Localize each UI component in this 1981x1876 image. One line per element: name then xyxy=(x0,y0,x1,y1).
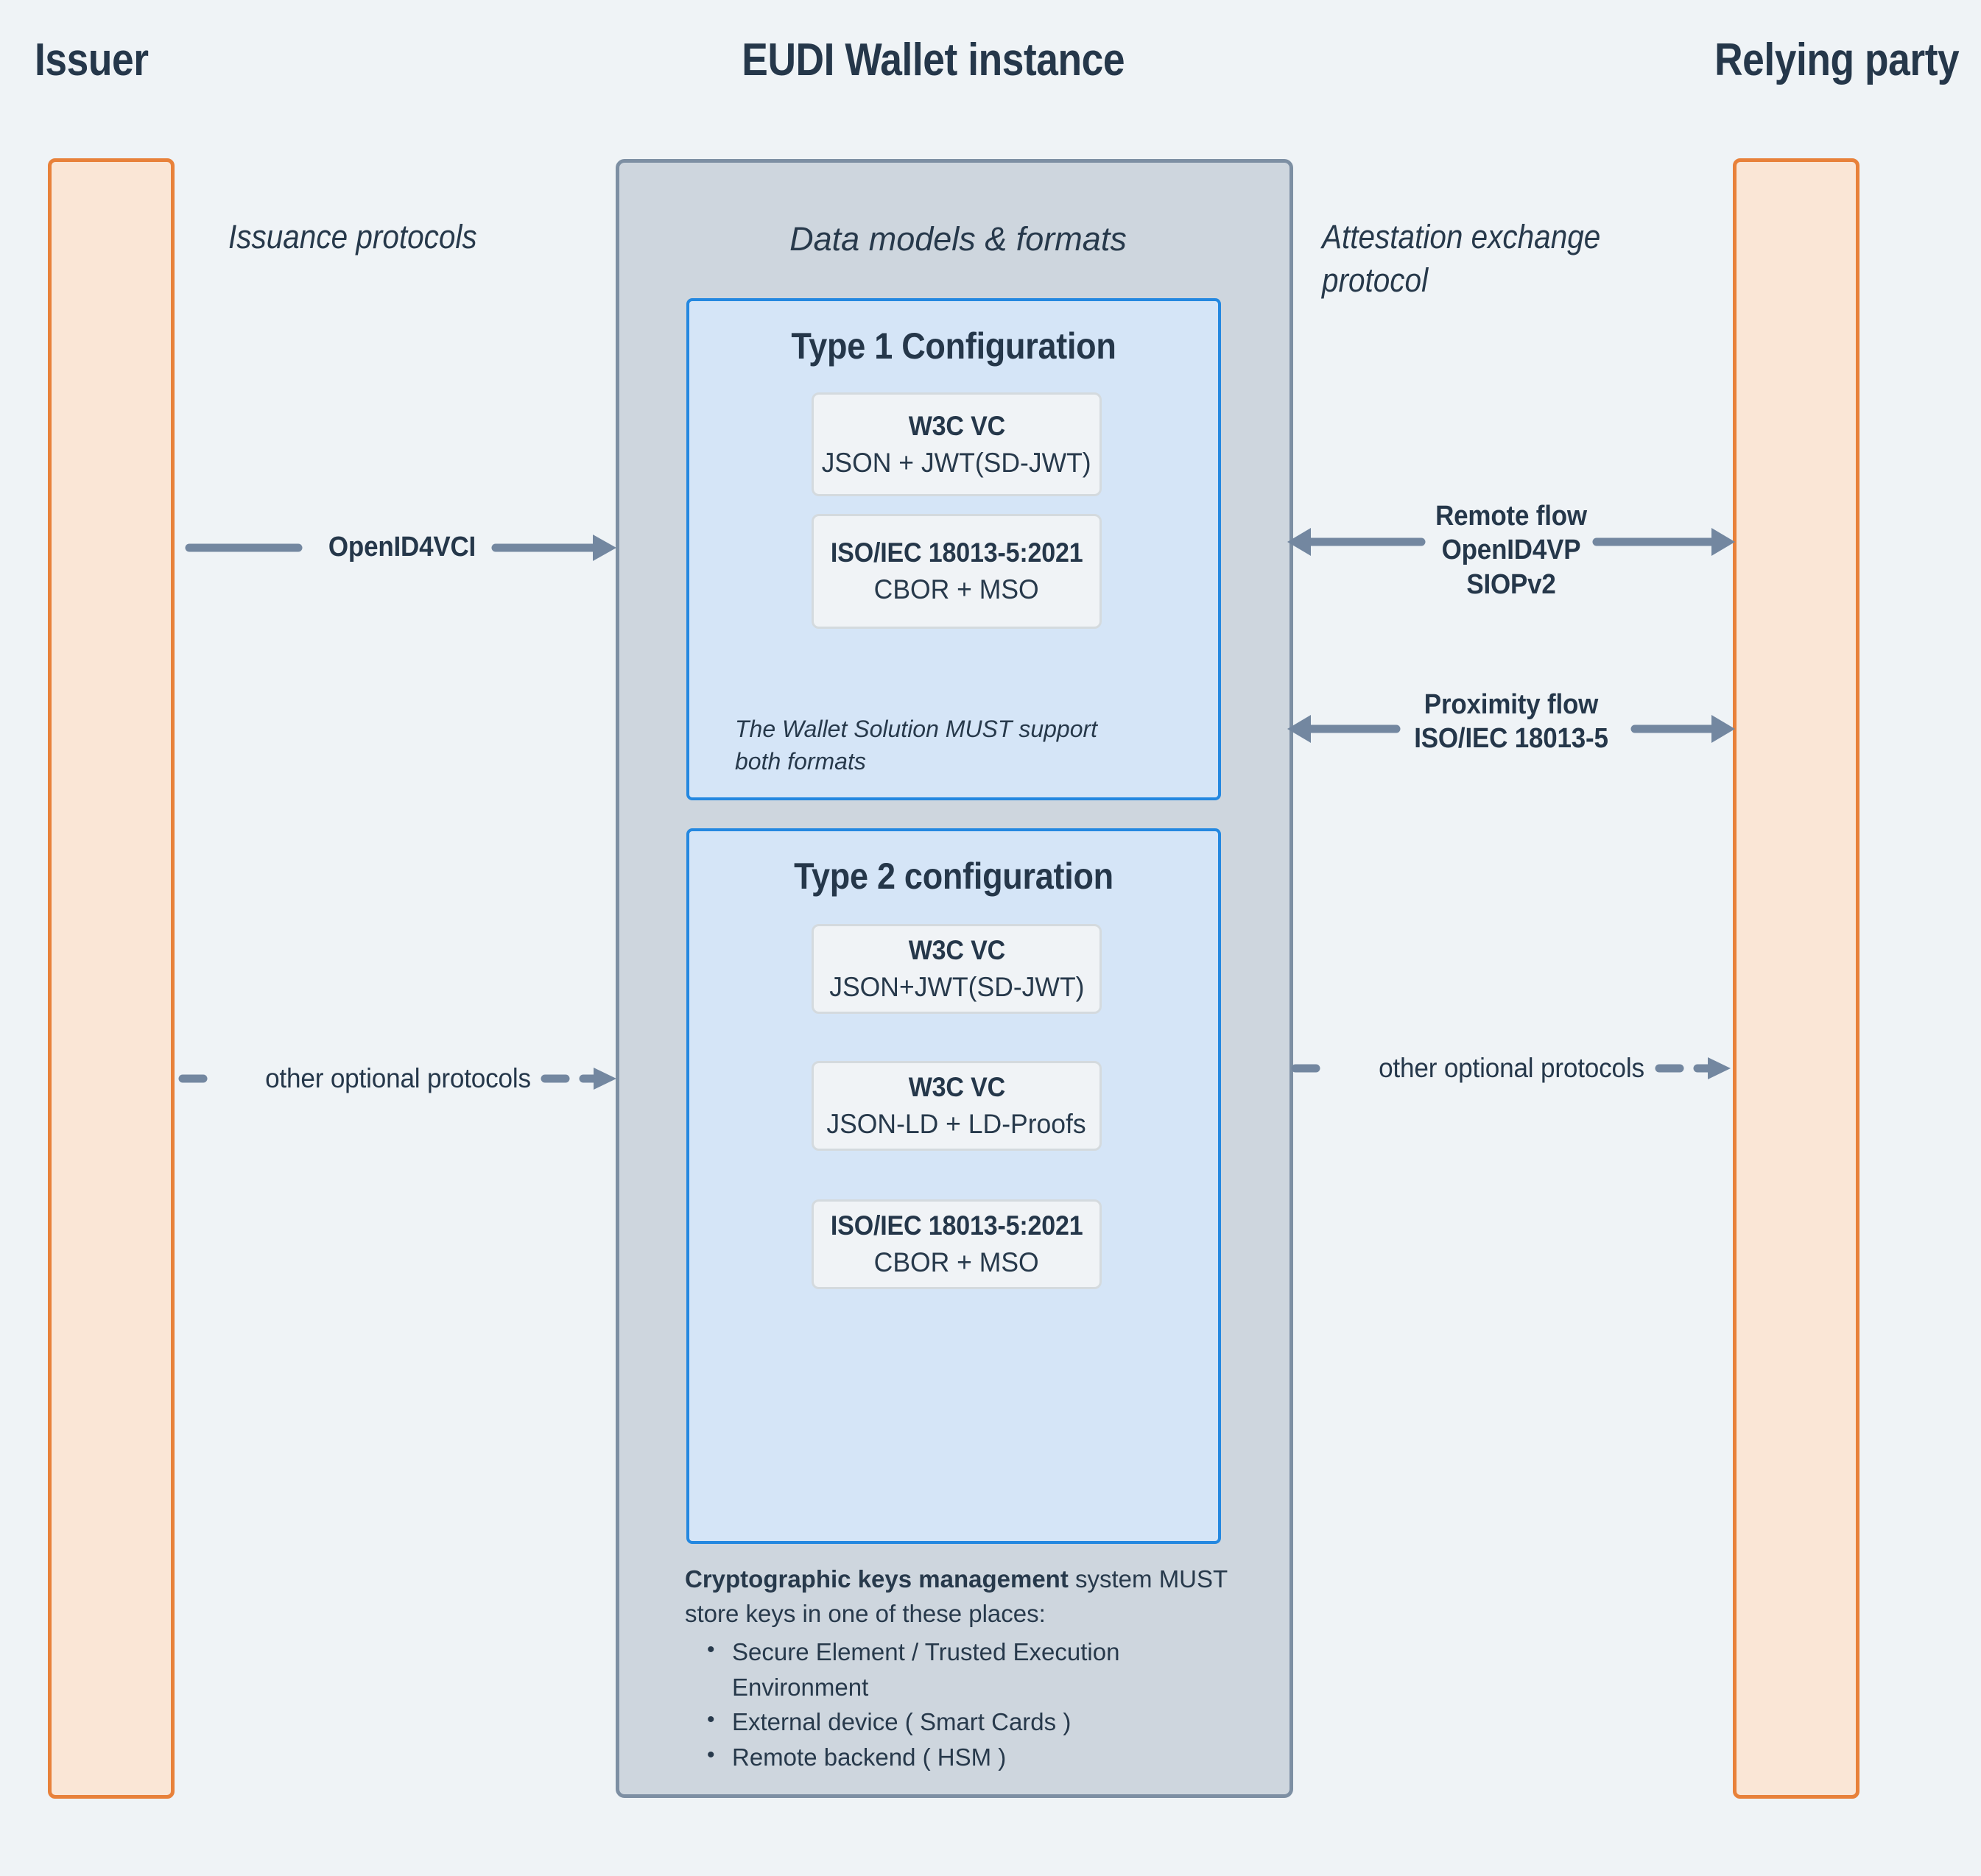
arrow-openid4vci: OpenID4VCI xyxy=(185,515,616,589)
cryptographic-keys-management-note: Cryptographic keys management system MUS… xyxy=(685,1562,1230,1775)
type-1-support-note: The Wallet Solution MUST support both fo… xyxy=(735,716,1098,775)
data-models-formats-label: Data models & formats xyxy=(789,220,1127,258)
format-card-title: W3C VC xyxy=(908,935,1005,965)
issuer-column-title: Issuer xyxy=(35,35,149,85)
arrow-proximity-flow-line xyxy=(1287,715,1735,743)
arrow-right-other-optional-protocols: other optional protocols xyxy=(1291,1035,1731,1101)
type-1-configuration-title: Type 1 Configuration xyxy=(791,325,1116,367)
relying-party-lane-box xyxy=(1733,158,1859,1799)
arrow-left-other-optional-protocols: other optional protocols xyxy=(178,1045,616,1112)
arrow-right-optional-line xyxy=(1291,1057,1731,1079)
format-card: ISO/IEC 18013-5:2021 CBOR + MSO xyxy=(812,1199,1102,1289)
arrow-remote-flow-label: Remote flow OpenID4VP SIOPv2 xyxy=(1435,501,1587,600)
arrow-proximity-flow-label: Proximity flow ISO/IEC 18013-5 xyxy=(1414,689,1608,755)
format-card-subtitle: CBOR + MSO xyxy=(873,1247,1040,1277)
relying-party-column-title: Relying party xyxy=(1714,35,1960,85)
format-card-title: W3C VC xyxy=(908,410,1005,441)
crypto-storage-list: Secure Element / Trusted Execution Envir… xyxy=(685,1634,1230,1775)
arrow-left-optional-line xyxy=(178,1068,616,1090)
crypto-note-rest: system MUST store keys in one of these p… xyxy=(685,1565,1228,1627)
issuer-lane-box xyxy=(48,158,175,1799)
format-card-subtitle: JSON+JWT(SD-JWT) xyxy=(828,972,1085,1002)
format-card: W3C VC JSON + JWT(SD-JWT) xyxy=(812,392,1102,496)
crypto-note-lead: Cryptographic keys management xyxy=(685,1565,1069,1593)
format-card: ISO/IEC 18013-5:2021 CBOR + MSO xyxy=(812,514,1102,629)
crypto-note-paragraph: Cryptographic keys management system MUS… xyxy=(685,1562,1230,1632)
arrow-remote-flow: Remote flow OpenID4VP SIOPv2 xyxy=(1287,468,1735,616)
format-card-subtitle: JSON-LD + LD-Proofs xyxy=(826,1109,1087,1139)
format-card: W3C VC JSON+JWT(SD-JWT) xyxy=(812,924,1102,1014)
issuance-protocols-label: Issuance protocols xyxy=(228,218,477,255)
arrow-openid4vci-line xyxy=(185,535,616,561)
wallet-column-title: EUDI Wallet instance xyxy=(742,35,1125,85)
arrow-remote-flow-line xyxy=(1287,528,1735,556)
format-card: W3C VC JSON-LD + LD-Proofs xyxy=(812,1061,1102,1151)
attestation-exchange-protocol-label: Attestation exchange protocol xyxy=(1322,218,1601,300)
list-item: Remote backend ( HSM ) xyxy=(703,1739,1230,1775)
arrow-proximity-flow: Proximity flow ISO/IEC 18013-5 xyxy=(1287,671,1735,782)
format-card-title: ISO/IEC 18013-5:2021 xyxy=(830,1210,1083,1241)
format-card-subtitle: CBOR + MSO xyxy=(873,574,1040,604)
arrow-openid4vci-label: OpenID4VCI xyxy=(328,532,476,563)
type-2-configuration-box: Type 2 configuration W3C VC JSON+JWT(SD-… xyxy=(686,828,1221,1544)
format-card-title: ISO/IEC 18013-5:2021 xyxy=(830,537,1083,568)
arrow-right-optional-label: other optional protocols xyxy=(1379,1053,1644,1083)
list-item: Secure Element / Trusted Execution Envir… xyxy=(703,1634,1230,1705)
type-1-configuration-box: Type 1 Configuration W3C VC JSON + JWT(S… xyxy=(686,298,1221,800)
arrow-left-optional-label: other optional protocols xyxy=(265,1063,531,1093)
format-card-title: W3C VC xyxy=(908,1072,1005,1102)
type-2-configuration-title: Type 2 configuration xyxy=(794,856,1113,897)
format-card-subtitle: JSON + JWT(SD-JWT) xyxy=(821,447,1091,478)
list-item: External device ( Smart Cards ) xyxy=(703,1704,1230,1740)
